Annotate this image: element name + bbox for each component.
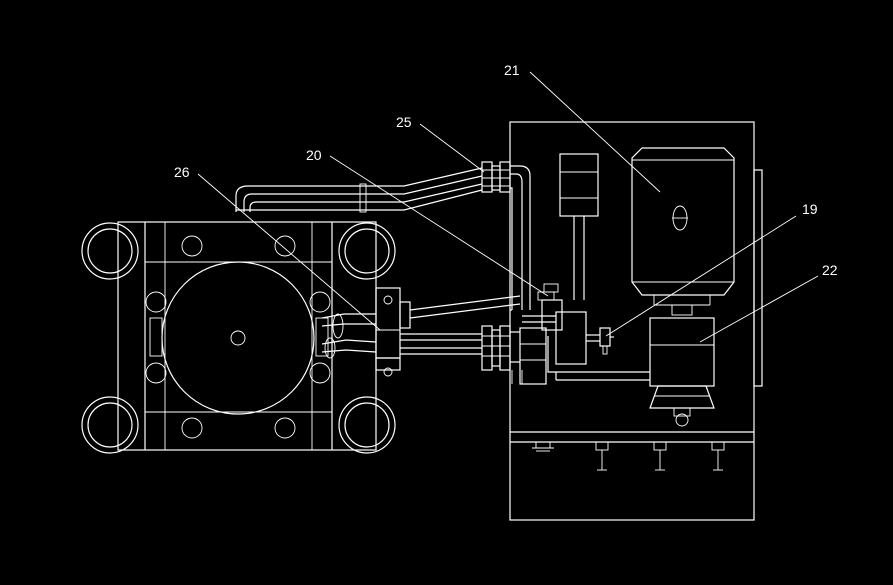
- upper-fittings: [481, 161, 531, 310]
- leader-lines: [197, 71, 819, 343]
- label-26: 26: [174, 164, 190, 180]
- machine-housing: [117, 221, 377, 451]
- upper-pipe-bundle: [235, 167, 483, 213]
- label-19: 19: [802, 201, 818, 217]
- main-disc: [161, 261, 315, 415]
- label-25: 25: [396, 114, 412, 130]
- pump-unit: [649, 317, 715, 427]
- small-valve: [586, 327, 614, 355]
- valve-block: [519, 283, 587, 385]
- cabinet-feet: [532, 441, 725, 471]
- corner-wheels: [81, 222, 396, 454]
- lower-fittings: [481, 309, 523, 384]
- label-22: 22: [822, 262, 838, 278]
- lower-pipes: [400, 295, 521, 355]
- cabinet: [509, 121, 763, 521]
- label-20: 20: [306, 147, 322, 163]
- label-21: 21: [504, 62, 520, 78]
- pump-pipes: [555, 371, 650, 381]
- motor: [631, 147, 735, 316]
- housing-connector: [321, 287, 411, 377]
- filter: [559, 153, 599, 300]
- bolt-holes: [145, 235, 331, 439]
